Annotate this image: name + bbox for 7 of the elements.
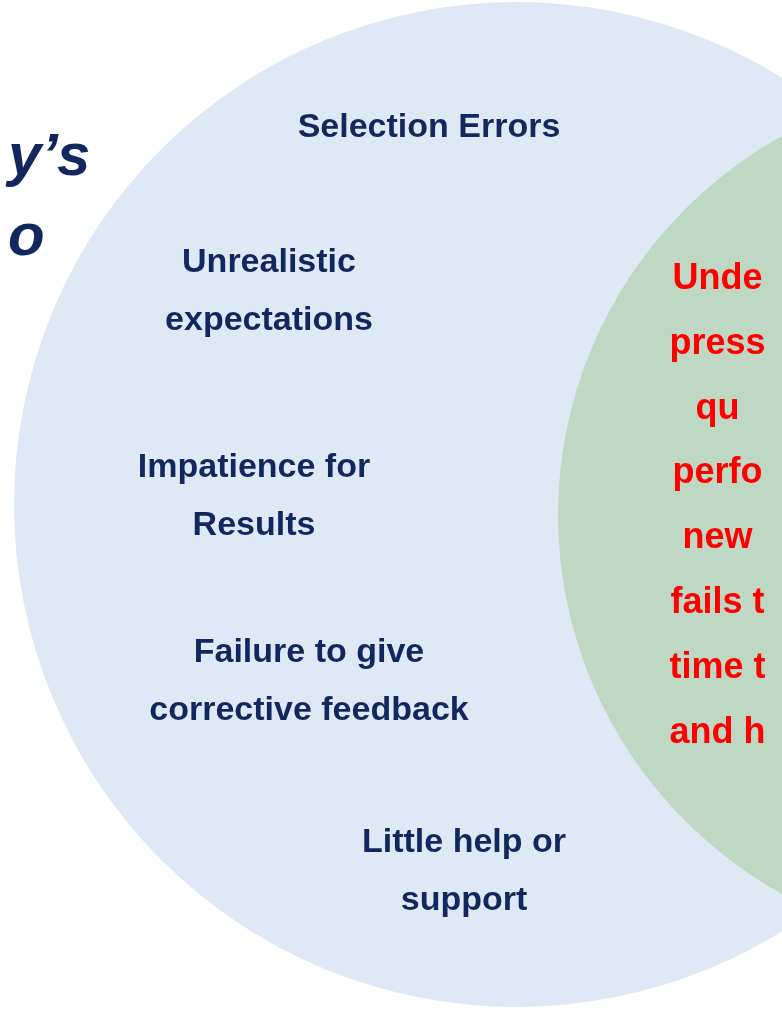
cause-text: Failure to give corrective feedback <box>148 630 470 729</box>
cause-text: Unrealistic expectations <box>164 240 374 339</box>
title-fragment: o <box>8 200 45 269</box>
overlap-text: Unde press qu perfo new fails t time t and h <box>668 255 767 753</box>
cause-text: Little help or support <box>361 820 567 919</box>
cause-text: Selection Errors <box>296 105 562 146</box>
cause-text: Impatience for Results <box>136 445 372 544</box>
